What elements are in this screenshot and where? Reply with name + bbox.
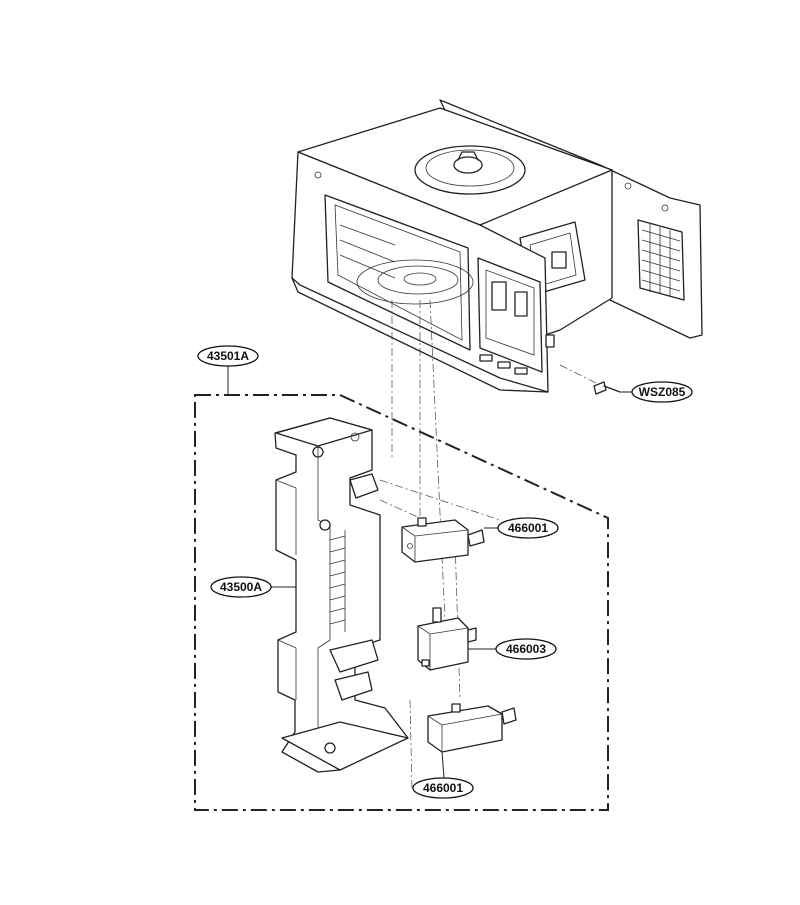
label-43501a: 43501A xyxy=(207,349,249,363)
callout-switch-bottom: 466001 xyxy=(412,777,474,799)
assembly-boundary xyxy=(194,394,609,811)
screw-part xyxy=(593,381,632,395)
label-466003: 466003 xyxy=(506,642,546,656)
label-wsz085: WSZ085 xyxy=(639,385,686,399)
callout-switch-middle: 466003 xyxy=(495,638,557,660)
callout-switch-top: 466001 xyxy=(497,517,559,539)
interlock-frame xyxy=(274,417,409,773)
label-43500a: 43500A xyxy=(220,580,262,594)
label-466001-bottom: 466001 xyxy=(423,781,463,795)
oven-cavity xyxy=(291,99,703,393)
callout-interlock-frame: 43500A xyxy=(210,576,272,598)
switch-middle-part xyxy=(417,607,498,671)
callout-assembly-interlock: 43501A xyxy=(197,345,259,367)
switch-top-part xyxy=(401,517,498,563)
label-466001-top: 466001 xyxy=(508,521,548,535)
callout-screw: WSZ085 xyxy=(631,381,693,403)
switch-bottom-part xyxy=(427,703,517,779)
